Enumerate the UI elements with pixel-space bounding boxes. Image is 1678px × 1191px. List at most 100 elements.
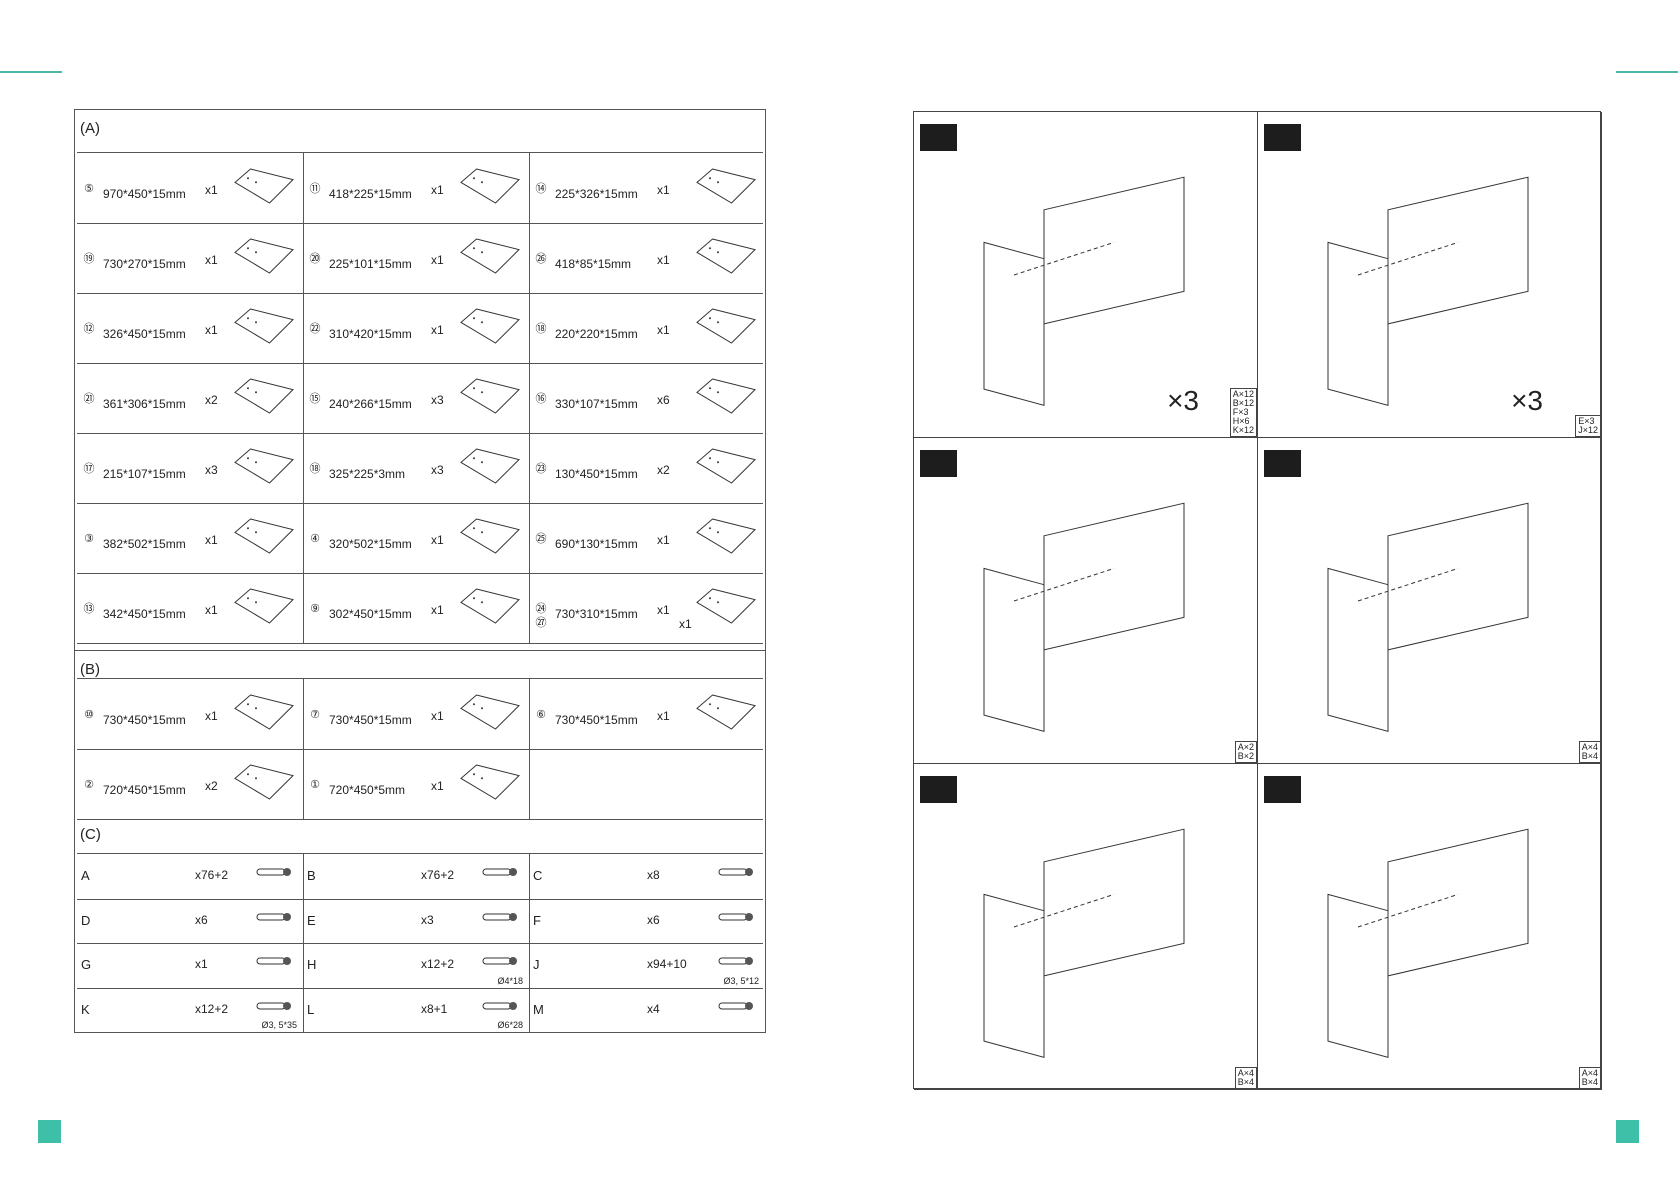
part-number: ⑬ [83, 603, 95, 615]
panel-drawing-icon [696, 694, 756, 730]
hardware-letter: B [307, 868, 316, 883]
screw-icon [479, 994, 519, 1021]
part-quantity: x1 [657, 533, 670, 547]
panel-drawing-icon [234, 448, 294, 484]
legend-item: A×12 [1232, 389, 1254, 399]
part-number: ⑳ [309, 253, 321, 265]
hardware-spec: Ø6*28 [497, 1020, 523, 1030]
part-dimensions: 130*450*15mm [555, 467, 638, 481]
bracket-icon [253, 949, 293, 976]
step-number-badge [920, 124, 957, 151]
legend-item: K×12 [1232, 425, 1254, 435]
part-dimensions: 720*450*15mm [103, 783, 186, 797]
part-dimensions: 361*306*15mm [103, 397, 186, 411]
section-c-title: (C) [80, 826, 101, 843]
part-number: ㉔ [535, 603, 547, 615]
part-dimensions: 720*450*5mm [329, 783, 406, 797]
part-number: ⑱ [309, 463, 321, 475]
panel-drawing-icon [234, 308, 294, 344]
section-b-part-cell: ① 720*450*5mm x1 [303, 749, 530, 819]
hardware-quantity: x94+10 [647, 957, 687, 971]
legend-item: B×4 [1581, 751, 1598, 761]
part-number: ⑰ [83, 463, 95, 475]
hardware-letter: K [81, 1001, 90, 1017]
hardware-letter: J [533, 957, 540, 972]
part-number: ⑭ [535, 183, 547, 195]
panel-drawing-icon [696, 448, 756, 484]
handle-icon [715, 905, 755, 932]
washer-icon [715, 994, 755, 1021]
step-number-badge [1264, 776, 1301, 803]
panel-drawing-icon [234, 168, 294, 204]
hardware-letter: M [533, 1001, 544, 1017]
hardware-quantity: x8 [647, 868, 660, 882]
legend-item: B×4 [1581, 1077, 1598, 1087]
part-number: ㉓ [535, 463, 547, 475]
part-dimensions: 310*420*15mm [329, 327, 412, 341]
hardware-letter: L [307, 1001, 315, 1017]
panel-drawing-icon [460, 378, 520, 414]
part-quantity: x1 [431, 709, 444, 723]
part-quantity: x3 [431, 463, 444, 477]
part-quantity: x1 [657, 323, 670, 337]
panel-drawing-icon [460, 694, 520, 730]
part-number: ⑮ [309, 393, 321, 405]
part-dimensions: 225*326*15mm [555, 187, 638, 201]
panel-drawing-icon [234, 238, 294, 274]
hardware-quantity: x1 [195, 957, 208, 971]
panel-drawing-icon [696, 378, 756, 414]
panel-drawing-icon [696, 168, 756, 204]
dowel-icon [253, 860, 293, 887]
part-number: ① [310, 779, 320, 791]
panel-drawing-icon [460, 448, 520, 484]
part-quantity: x2 [657, 463, 670, 477]
part-dimensions: 302*450*15mm [329, 607, 412, 621]
panel-drawing-icon [696, 238, 756, 274]
bottom-left-accent-square [38, 1120, 61, 1143]
panel-drawing-icon [234, 588, 294, 624]
bottom-right-accent-square [1616, 1120, 1639, 1143]
hardware-spec: Ø4*18 [497, 975, 523, 986]
part-quantity: x1 [431, 253, 444, 267]
panel-drawing-icon [460, 518, 520, 554]
part-number: ⑲ [83, 253, 95, 265]
part-number: ④ [310, 533, 320, 545]
panel-drawing-icon [696, 518, 756, 554]
hardware-letter: C [533, 868, 543, 883]
part-dimensions: 330*107*15mm [555, 397, 638, 411]
part-quantity: x1 [431, 779, 444, 793]
part-number: ② [84, 779, 94, 791]
panel-drawing-icon [460, 308, 520, 344]
